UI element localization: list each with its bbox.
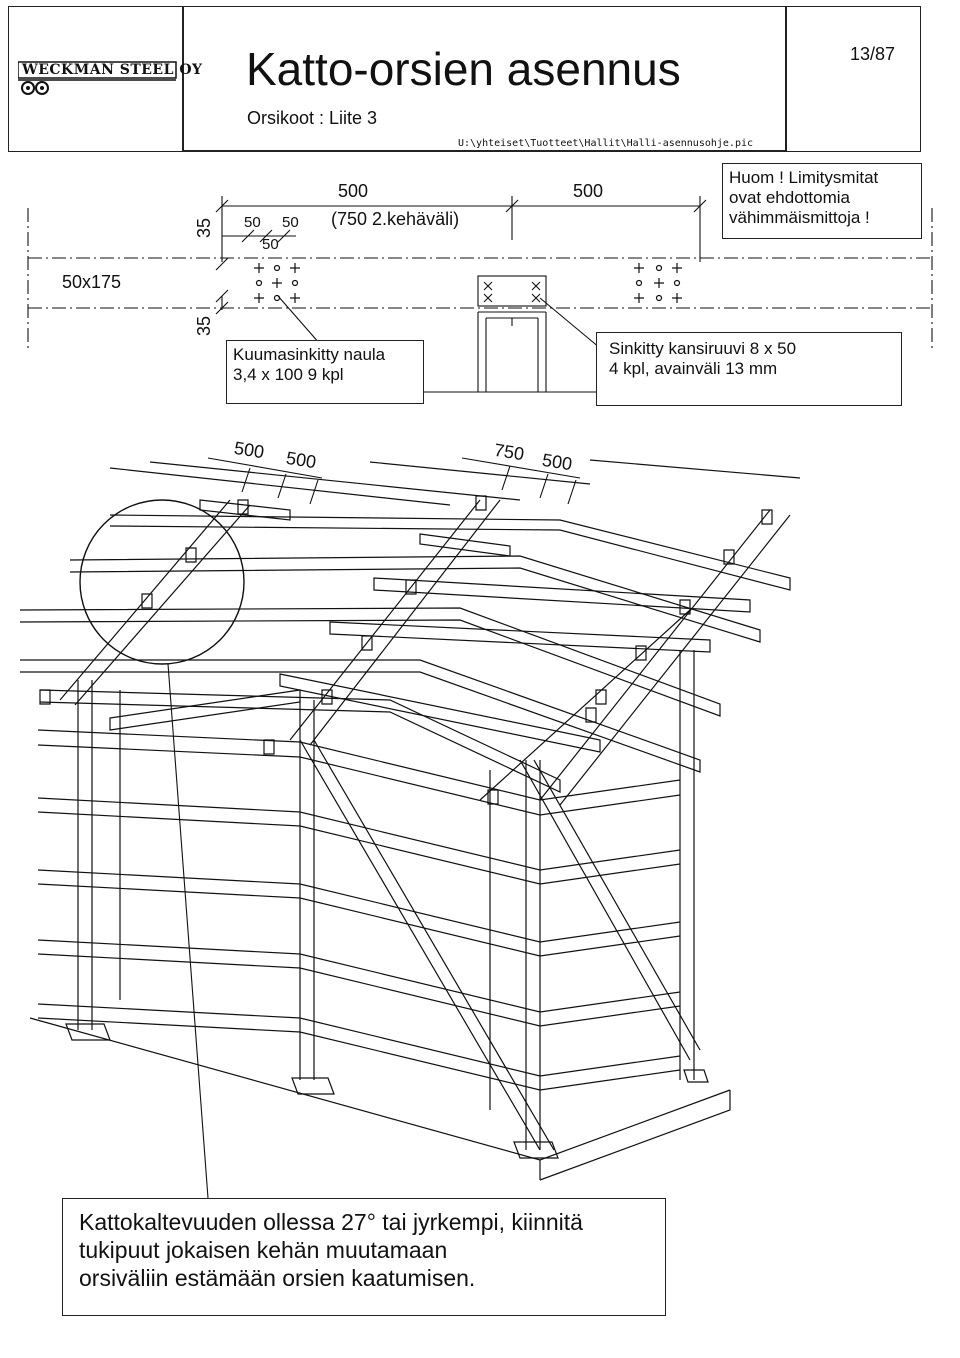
limits-note-line1: Huom ! Limitysmitat xyxy=(729,168,879,187)
nail-callout-line1: Kuumasinkitty naula xyxy=(233,345,386,364)
nail-callout-box: Kuumasinkitty naula 3,4 x 100 9 kpl xyxy=(226,340,424,404)
dim-spacing-a: 50 xyxy=(244,214,261,231)
bracing-note-line3: orsiväliin estämään orsien kaatumisen. xyxy=(79,1265,476,1291)
limits-note-line3: vähimmäismittoja ! xyxy=(729,208,870,227)
company-logo xyxy=(18,60,178,98)
screw-callout-box: Sinkitty kansiruuvi 8 x 50 4 kpl, avainv… xyxy=(596,332,902,406)
bracing-note-box: Kattokaltevuuden ollessa 27° tai jyrkemp… xyxy=(62,1198,666,1316)
nail-callout-line2: 3,4 x 100 9 kpl xyxy=(233,365,344,384)
bracing-note-line1: Kattokaltevuuden ollessa 27° tai jyrkemp… xyxy=(79,1209,583,1235)
dim-spacing-b: 50 xyxy=(282,214,299,231)
limits-note-box: Huom ! Limitysmitat ovat ehdottomia vähi… xyxy=(722,163,922,239)
purlin-size-label: 50x175 xyxy=(62,272,122,292)
dim-span-left: 500 xyxy=(338,181,369,201)
page-subtitle: Orsikoot : Liite 3 xyxy=(247,108,378,128)
file-path: U:\yhteiset\Tuotteet\Hallit\Halli-asennu… xyxy=(458,138,754,149)
dim-span-right: 500 xyxy=(573,181,604,201)
iso-dim-3: 750 xyxy=(492,439,526,465)
dim-edge-bottom: 35 xyxy=(194,315,214,336)
bracing-note-line2: tukipuut jokaisen kehän muutamaan xyxy=(79,1237,448,1263)
header-rule xyxy=(182,150,786,152)
screw-callout-line2: 4 kpl, avainväli 13 mm xyxy=(609,359,778,378)
company-name: WECKMAN STEEL OY xyxy=(22,62,203,78)
dim-spacing-c: 50 xyxy=(262,236,279,253)
page-number: 13/87 xyxy=(850,44,896,64)
page-title: Katto-orsien asennus xyxy=(246,43,681,95)
iso-dim-4: 500 xyxy=(540,449,574,475)
dim-span-left-note: (750 2.kehäväli) xyxy=(331,209,460,229)
iso-dim-2: 500 xyxy=(284,447,318,473)
header-divider xyxy=(182,6,184,152)
header-frame xyxy=(8,6,921,152)
iso-dim-1: 500 xyxy=(232,437,266,463)
screw-callout-line1: Sinkitty kansiruuvi 8 x 50 xyxy=(609,339,797,358)
limits-note-line2: ovat ehdottomia xyxy=(729,188,850,207)
header-divider xyxy=(785,6,787,152)
dim-edge-top: 35 xyxy=(194,217,214,238)
